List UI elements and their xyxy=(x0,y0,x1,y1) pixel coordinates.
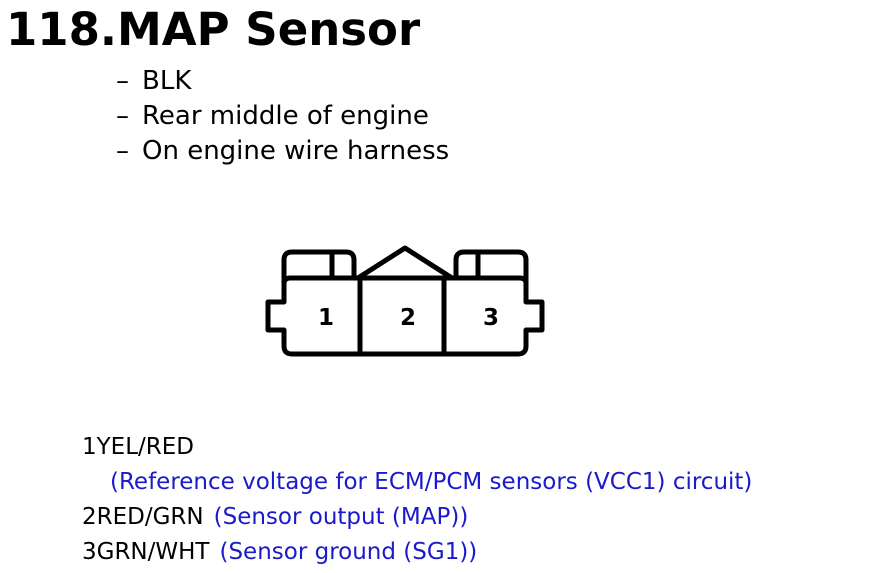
connector-info-list: –BLK –Rear middle of engine –On engine w… xyxy=(116,64,449,169)
bullet-dash: – xyxy=(116,101,129,131)
pinout-row-2: 2RED/GRN (Sensor output (MAP)) xyxy=(82,500,752,535)
connector-location-item: –Rear middle of engine xyxy=(116,99,449,134)
pinout-row-1-description: (Reference voltage for ECM/PCM sensors (… xyxy=(82,465,752,500)
pin-1-wire: 1YEL/RED xyxy=(82,434,195,460)
pin-3-label: 3 xyxy=(483,305,499,331)
pin-3-description: (Sensor ground (SG1)) xyxy=(219,539,478,565)
left-lock-tab xyxy=(281,249,357,287)
page-title: 118.MAP Sensor xyxy=(6,3,421,56)
connector-color: BLK xyxy=(142,66,192,96)
pin-2-wire: 2RED/GRN xyxy=(82,504,204,530)
pinout-row-1: 1YEL/RED xyxy=(82,430,752,465)
connector-color-item: –BLK xyxy=(116,64,449,99)
pin-1-description: (Reference voltage for ECM/PCM sensors (… xyxy=(110,469,753,495)
connector-location: Rear middle of engine xyxy=(142,101,429,131)
pin-3-wire: 3GRN/WHT xyxy=(82,539,210,565)
pinout-list: 1YEL/RED (Reference voltage for ECM/PCM … xyxy=(82,430,752,570)
connector-harness: On engine wire harness xyxy=(142,136,450,166)
pinout-row-3: 3GRN/WHT (Sensor ground (SG1)) xyxy=(82,535,752,570)
connector-diagram: 1 2 3 xyxy=(265,245,545,357)
connector-harness-item: –On engine wire harness xyxy=(116,134,449,169)
center-key xyxy=(355,245,455,281)
pin-2-label: 2 xyxy=(400,305,416,331)
pin-2-description: (Sensor output (MAP)) xyxy=(213,504,469,530)
pin-1-label: 1 xyxy=(318,305,334,331)
bullet-dash: – xyxy=(116,66,129,96)
bullet-dash: – xyxy=(116,136,129,166)
right-lock-tab xyxy=(453,249,529,287)
